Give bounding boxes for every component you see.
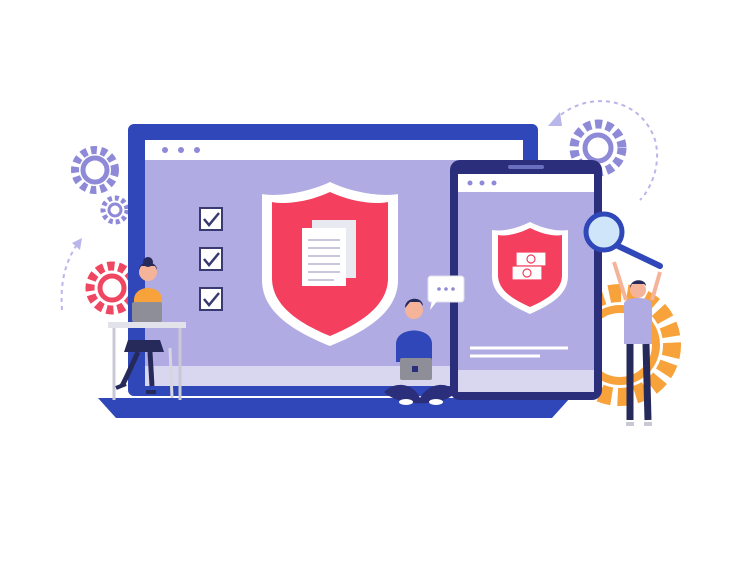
arrow-head-icon — [548, 112, 562, 126]
person-legs — [384, 384, 456, 404]
magnifier-icon — [583, 211, 663, 269]
gear-icon — [100, 195, 130, 225]
person-hair — [630, 280, 646, 288]
person-standing — [583, 211, 663, 426]
speech-bubble-icon — [427, 275, 465, 310]
window-dot — [467, 180, 473, 186]
person-foot — [399, 399, 413, 405]
browser-bar — [145, 140, 523, 160]
laptop-small-screen — [412, 366, 418, 372]
person-at-desk — [108, 257, 186, 400]
phone-browser-bar — [458, 174, 594, 192]
person-foot — [429, 399, 443, 405]
dashed-arrow-left — [60, 245, 77, 311]
checkbox — [199, 287, 223, 311]
phone-speaker — [508, 165, 544, 169]
person-hair — [405, 298, 423, 308]
window-dot — [491, 180, 497, 186]
checkmark-icon — [203, 252, 220, 267]
checkmark-icon — [203, 212, 220, 227]
person-head — [405, 301, 423, 319]
person-legs — [626, 343, 652, 421]
checkbox — [199, 207, 223, 231]
person-torso — [396, 330, 432, 362]
person-head — [630, 282, 646, 298]
arrow-head-icon — [72, 238, 82, 250]
window-dot — [479, 180, 485, 186]
person-arm — [650, 271, 662, 301]
checklist — [199, 207, 223, 311]
phone-bottom-strip — [458, 370, 594, 392]
window-dot — [162, 147, 168, 153]
laptop-base — [98, 398, 570, 418]
desk-top — [108, 322, 186, 328]
person-skirt — [124, 340, 164, 352]
window-dot — [194, 147, 200, 153]
person-sitting — [384, 275, 465, 405]
person-torso — [624, 298, 652, 344]
chair-leg — [168, 347, 174, 399]
document-icon — [302, 220, 356, 286]
person-arm — [612, 261, 628, 301]
window-dot — [178, 147, 184, 153]
person-hair-back — [139, 262, 157, 270]
checkbox — [199, 247, 223, 271]
person-shoe — [115, 382, 127, 390]
money-icon — [511, 251, 547, 281]
person-head — [139, 263, 157, 281]
gear-icon — [85, 261, 139, 315]
laptop-small — [132, 302, 162, 322]
gear-icon — [71, 146, 119, 194]
checkmark-icon — [203, 292, 220, 307]
